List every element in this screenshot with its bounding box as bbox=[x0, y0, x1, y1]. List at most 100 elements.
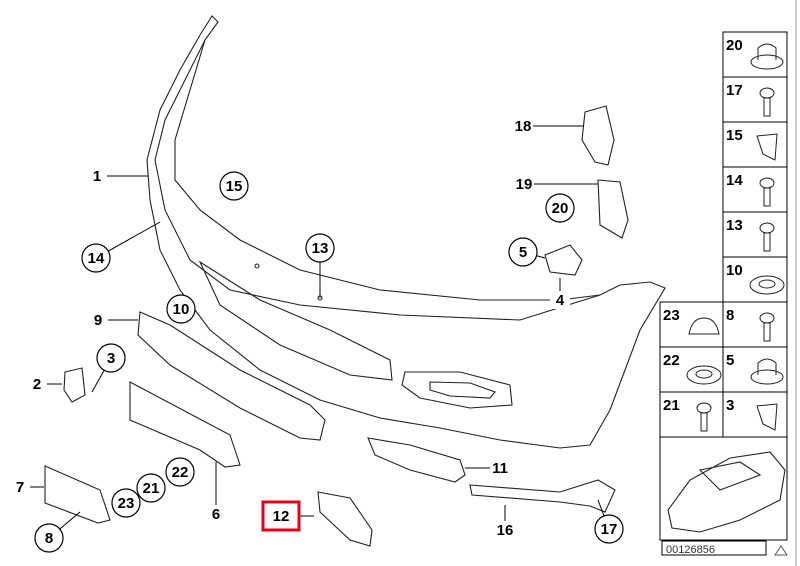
callout-circle bbox=[545, 193, 575, 223]
side-panel-item-13[interactable]: 13 bbox=[726, 217, 775, 252]
callout-10[interactable]: 10 bbox=[166, 294, 196, 324]
item-number: 20 bbox=[726, 37, 743, 54]
license-plate-base bbox=[129, 381, 241, 468]
callout-number: 19 bbox=[516, 176, 533, 193]
side-panel-item-22[interactable]: 22 bbox=[663, 352, 722, 385]
callout-12[interactable]: 12 bbox=[261, 500, 314, 532]
callout-22[interactable]: 22 bbox=[165, 457, 195, 487]
expansion-rivet-icon bbox=[759, 177, 775, 207]
callout-number: 22 bbox=[172, 464, 189, 481]
callout-8[interactable]: 8 bbox=[34, 511, 81, 553]
item-number: 10 bbox=[726, 262, 743, 279]
side-panel-item-17[interactable]: 17 bbox=[726, 82, 775, 117]
callout-18[interactable]: 18 bbox=[513, 117, 584, 135]
license-plate-bracket bbox=[44, 465, 111, 524]
side-panel-item-3[interactable]: 3 bbox=[726, 397, 778, 431]
callout-13[interactable]: 13 bbox=[305, 233, 335, 298]
callout-number: 13 bbox=[312, 240, 329, 257]
callout-circle bbox=[219, 171, 249, 201]
label-bg bbox=[490, 459, 510, 477]
side-panel-item-15[interactable]: 15 bbox=[726, 127, 778, 161]
screw-icon bbox=[759, 87, 775, 117]
highlight-box bbox=[261, 500, 301, 532]
callout-number: 23 bbox=[118, 495, 135, 512]
callout-23[interactable]: 23 bbox=[111, 488, 141, 518]
callout-number: 7 bbox=[16, 479, 24, 496]
callout-number: 9 bbox=[94, 312, 102, 329]
tow-hook-cover-right bbox=[317, 491, 373, 547]
callout-6[interactable]: 6 bbox=[206, 462, 226, 523]
label-bg bbox=[88, 311, 108, 329]
front-bumper-drawing bbox=[146, 15, 666, 449]
callout-15[interactable]: 15 bbox=[219, 171, 249, 201]
callout-9[interactable]: 9 bbox=[88, 311, 138, 329]
callout-number: 11 bbox=[492, 460, 508, 477]
item-number: 13 bbox=[726, 217, 743, 234]
lock-washer-icon bbox=[749, 275, 785, 295]
callout-number: 3 bbox=[107, 350, 115, 367]
side-panel-item-10[interactable]: 10 bbox=[726, 262, 785, 295]
callout-circle bbox=[165, 457, 195, 487]
bumper-trim-strip bbox=[137, 311, 326, 441]
callout-14[interactable]: 14 bbox=[81, 221, 161, 273]
bracket-4 bbox=[544, 244, 583, 276]
callout-circle bbox=[81, 243, 111, 273]
bracket-19 bbox=[597, 179, 629, 239]
side-panel-item-20[interactable]: 20 bbox=[726, 37, 784, 70]
spring-clip-icon bbox=[756, 403, 778, 431]
diagram-id: 00126856 bbox=[666, 544, 715, 556]
item-number: 22 bbox=[663, 352, 680, 369]
callout-16[interactable]: 16 bbox=[495, 505, 515, 539]
callout-circle bbox=[136, 473, 166, 503]
side-panel-item-8[interactable]: 8 bbox=[726, 307, 775, 342]
callout-number: 5 bbox=[519, 244, 527, 261]
side-panel-grid bbox=[659, 31, 788, 556]
side-panel-items: 20 17 15 14 13 10 23 8 22 5 21 3 bbox=[663, 37, 785, 432]
callout-circle bbox=[594, 514, 624, 544]
callout-7[interactable]: 7 bbox=[10, 478, 44, 496]
callout-19[interactable]: 19 bbox=[514, 175, 598, 193]
callout-number: 14 bbox=[88, 250, 105, 267]
label-bg bbox=[27, 375, 47, 393]
clip-nut-icon bbox=[756, 133, 778, 161]
callout-11[interactable]: 11 bbox=[465, 459, 510, 477]
side-panel-item-21[interactable]: 21 bbox=[663, 397, 712, 432]
callout-number: 21 bbox=[143, 480, 160, 497]
item-number: 21 bbox=[663, 397, 680, 414]
callout-number: 18 bbox=[515, 118, 532, 135]
side-panel-item-5[interactable]: 5 bbox=[726, 352, 784, 385]
item-number: 3 bbox=[726, 397, 734, 414]
callout-number: 17 bbox=[601, 521, 618, 538]
callout-number: 8 bbox=[45, 530, 53, 547]
flange-nut-icon bbox=[750, 43, 784, 70]
item-number: 14 bbox=[726, 172, 743, 189]
item-number: 15 bbox=[726, 127, 743, 144]
callout-circle bbox=[34, 523, 64, 553]
item-number: 23 bbox=[663, 307, 680, 324]
callout-5[interactable]: 5 bbox=[508, 237, 546, 267]
callout-number: 10 bbox=[173, 301, 190, 318]
label-bg bbox=[513, 117, 533, 135]
callout-4[interactable]: 4 bbox=[550, 278, 570, 309]
callout-17[interactable]: 17 bbox=[594, 499, 624, 544]
callout-number: 20 bbox=[552, 200, 569, 217]
label-bg bbox=[550, 291, 570, 309]
label-bg bbox=[514, 175, 534, 193]
callout-number: 2 bbox=[33, 376, 41, 393]
callout-2[interactable]: 2 bbox=[27, 375, 62, 393]
side-panel-item-14[interactable]: 14 bbox=[726, 172, 775, 207]
callout-1[interactable]: 1 bbox=[87, 167, 148, 185]
item-number: 17 bbox=[726, 82, 743, 99]
side-panel-item-23[interactable]: 23 bbox=[663, 307, 720, 335]
callout-number: 6 bbox=[212, 506, 220, 523]
callouts: 1 15 14 13 9 10 3 2 7 8 23 21 22 6 12 11 16 17 18 19 20 5 4 bbox=[10, 117, 624, 553]
callout-circle bbox=[508, 237, 538, 267]
label-bg bbox=[87, 167, 107, 185]
washer-icon bbox=[686, 365, 722, 385]
callout-20[interactable]: 20 bbox=[545, 193, 575, 223]
callout-21[interactable]: 21 bbox=[136, 473, 166, 503]
callout-3[interactable]: 3 bbox=[91, 343, 126, 393]
warning-triangle-icon bbox=[774, 545, 788, 556]
